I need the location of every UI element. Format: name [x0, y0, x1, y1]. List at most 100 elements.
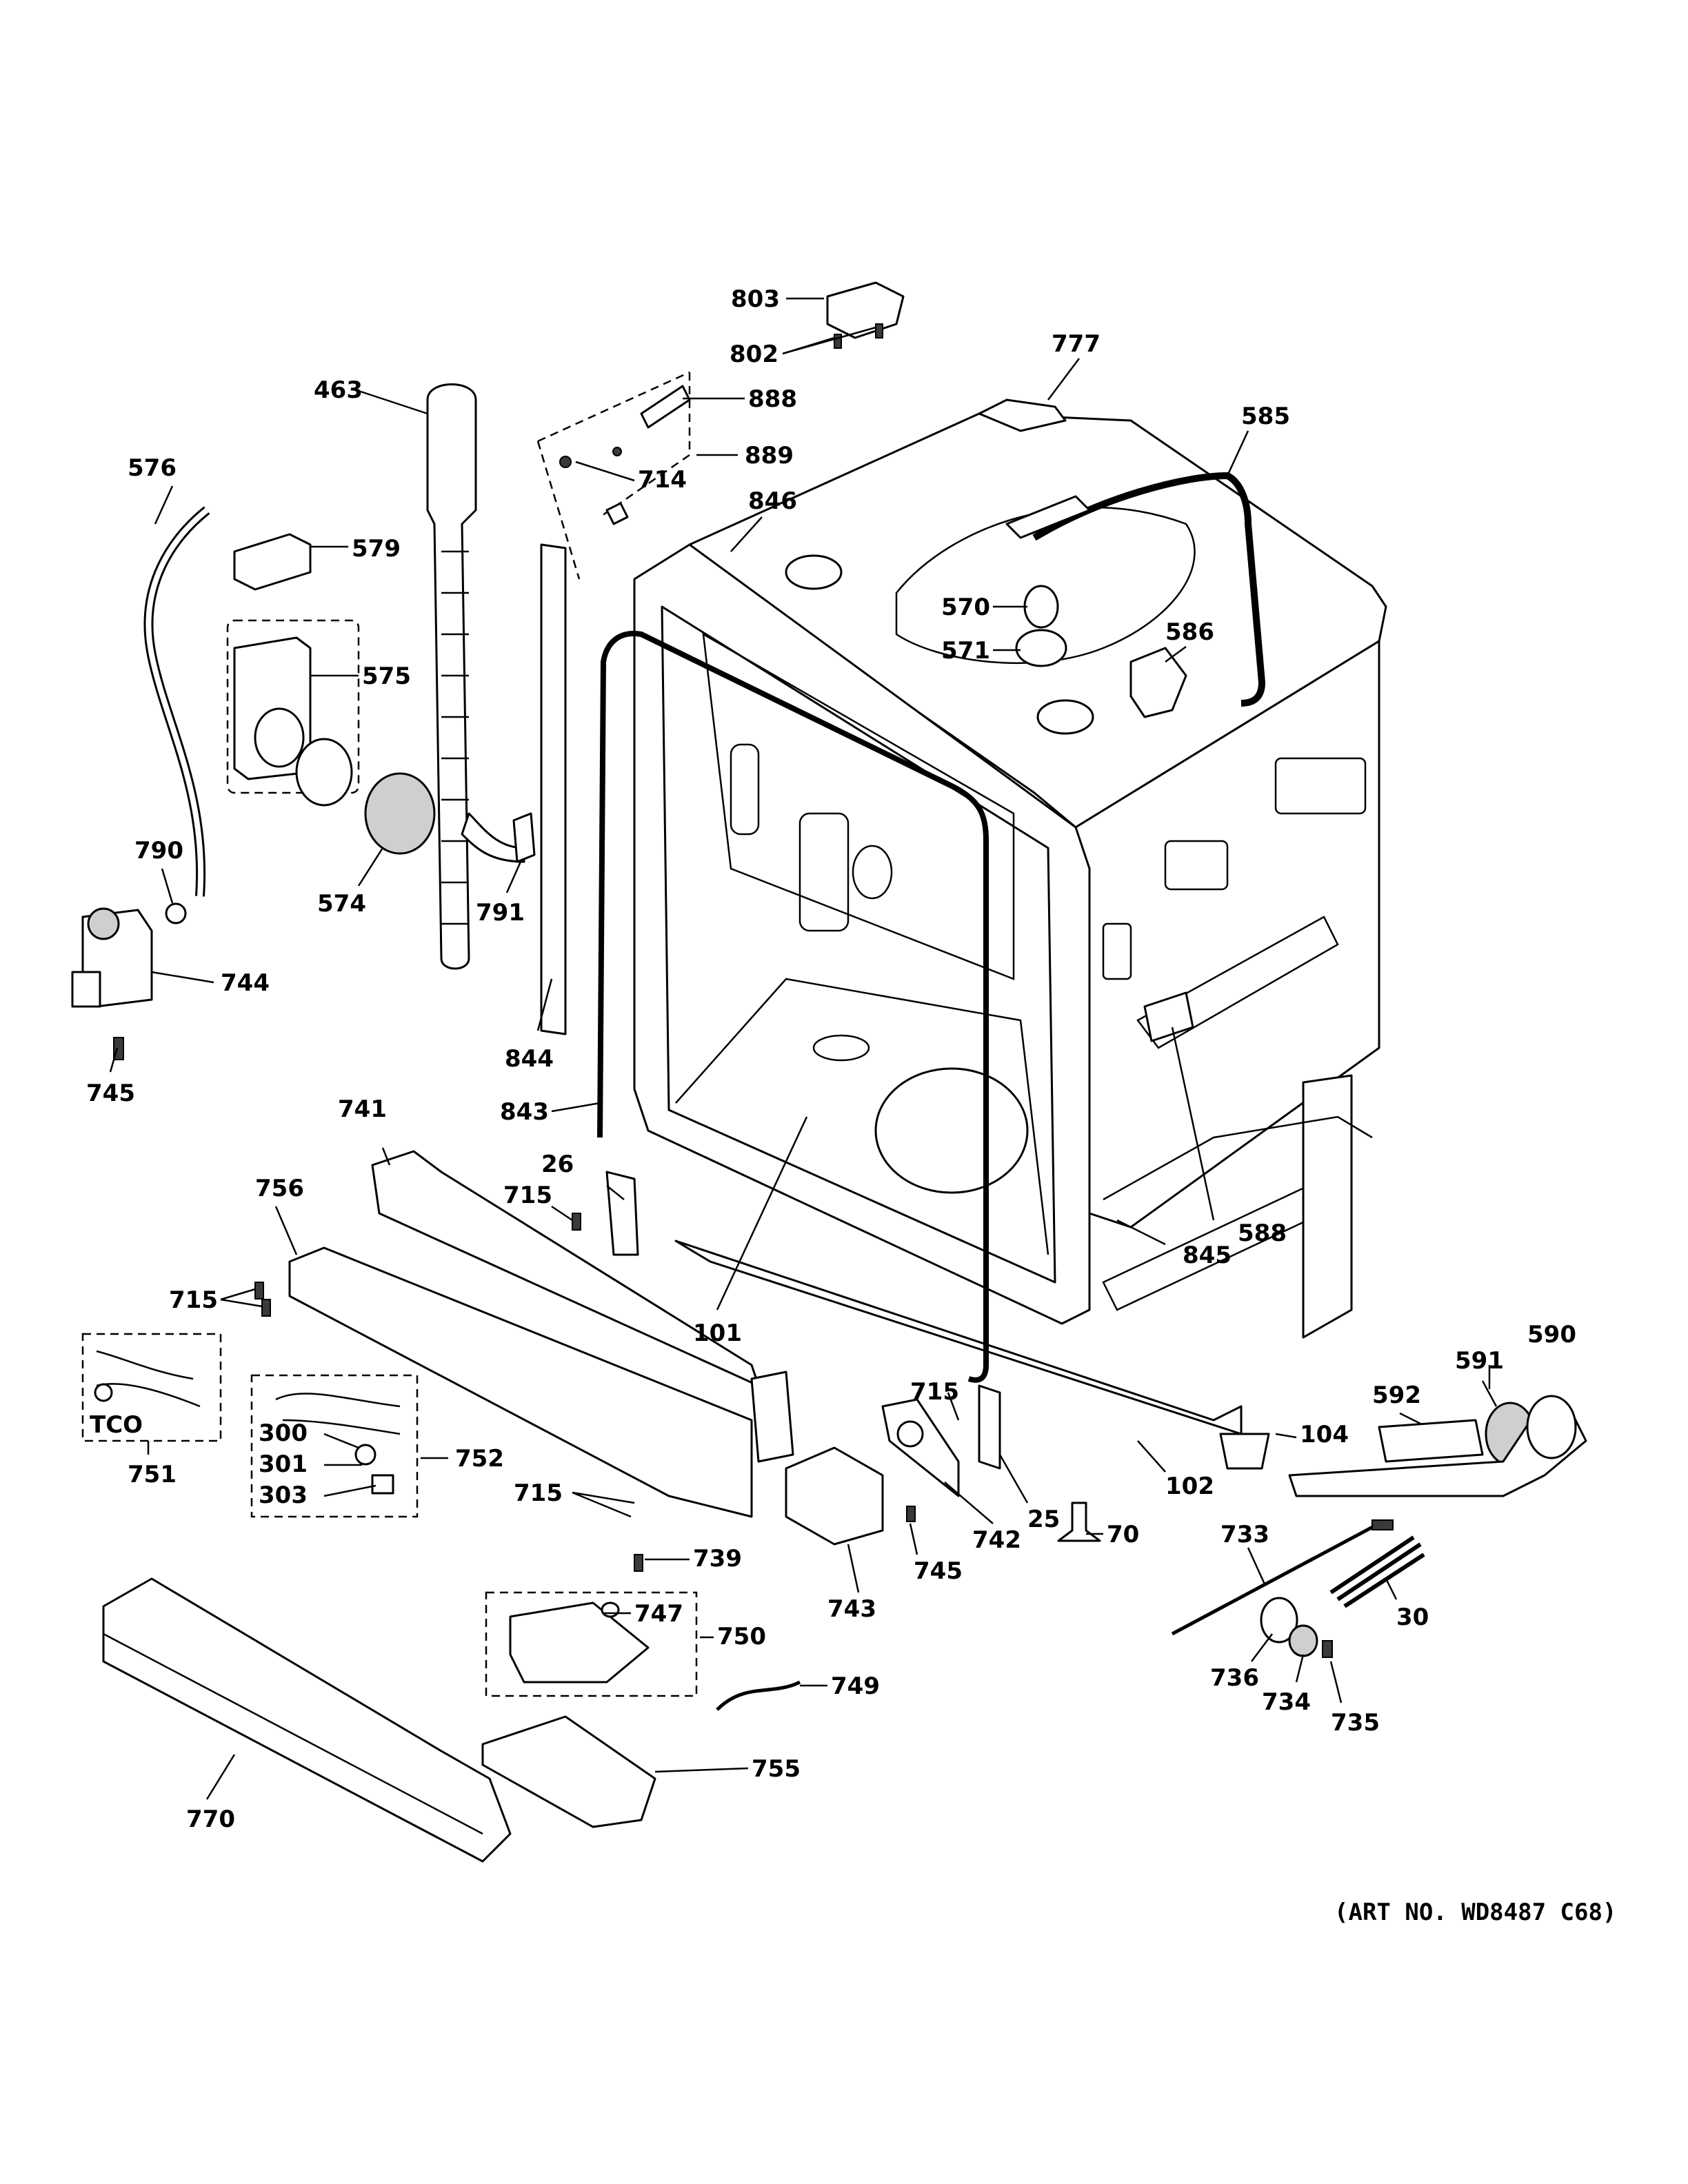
screw-735: [1322, 1640, 1333, 1658]
plate-742: [881, 1398, 960, 1497]
callout-590: 590: [1527, 1321, 1576, 1348]
callout-843: 843: [500, 1098, 549, 1126]
callout-745b: 745: [914, 1557, 963, 1585]
callout-70: 70: [1107, 1521, 1139, 1548]
callout-574: 574: [317, 890, 366, 918]
kickplate-756: [288, 1246, 753, 1518]
callout-715d: 715: [910, 1378, 959, 1406]
washer-734: [1288, 1624, 1318, 1657]
callout-303: 303: [259, 1482, 308, 1509]
cap-part: [233, 533, 312, 591]
callout-463: 463: [314, 376, 363, 404]
callout-747: 747: [634, 1600, 683, 1628]
callout-715c: 715: [514, 1479, 563, 1507]
sensor-586: [1129, 647, 1187, 718]
callout-588: 588: [1238, 1220, 1287, 1247]
dishwasher-tub: [633, 398, 1387, 1435]
callout-751: 751: [128, 1461, 177, 1488]
foot-70: [1057, 1502, 1101, 1542]
rod-733: [1171, 1521, 1380, 1636]
callout-735: 735: [1331, 1709, 1380, 1737]
disc-736: [1260, 1597, 1298, 1644]
block-756b: [750, 1371, 794, 1463]
callout-30: 30: [1396, 1604, 1429, 1631]
box-751: [81, 1333, 222, 1442]
connector-588: [1143, 991, 1194, 1042]
callout-571: 571: [941, 637, 990, 665]
callout-743: 743: [827, 1595, 876, 1623]
callout-736: 736: [1210, 1664, 1259, 1692]
callout-750: 750: [717, 1623, 766, 1650]
callout-592: 592: [1372, 1382, 1421, 1409]
bracket-26: [605, 1171, 639, 1256]
callout-101: 101: [693, 1320, 742, 1347]
callout-791: 791: [476, 899, 525, 927]
wheel-part: [364, 772, 436, 855]
callout-741: 741: [338, 1095, 387, 1123]
bracket-25: [978, 1384, 1001, 1470]
callout-715a: 715: [503, 1182, 552, 1209]
callout-585: 585: [1241, 403, 1290, 430]
callout-301: 301: [259, 1450, 308, 1478]
callout-846: 846: [748, 487, 797, 515]
cup-570: [1023, 585, 1059, 629]
arm-590: [1288, 1398, 1587, 1497]
callout-570: 570: [941, 594, 990, 621]
callout-845: 845: [1183, 1242, 1232, 1269]
callout-102: 102: [1165, 1473, 1214, 1500]
callout-591: 591: [1455, 1347, 1504, 1375]
clamp-part: [165, 902, 187, 924]
callout-777: 777: [1052, 330, 1101, 358]
switch-803: [826, 281, 905, 339]
callout-734: 734: [1262, 1688, 1311, 1716]
carton-770: [102, 1577, 512, 1863]
leader-lines: [109, 297, 1498, 1800]
bracket-888: [640, 385, 691, 429]
callout-749: 749: [831, 1672, 880, 1700]
callout-575: 575: [362, 663, 411, 690]
callout-586: 586: [1165, 618, 1214, 646]
box-dashed: [226, 619, 360, 794]
callout-579: 579: [352, 535, 401, 563]
door-gasket: [597, 631, 989, 1383]
callout-790: 790: [134, 837, 183, 865]
callout-755: 755: [752, 1755, 801, 1783]
cup-571: [1015, 629, 1067, 667]
tray-755: [481, 1715, 656, 1828]
callout-104: 104: [1300, 1421, 1349, 1448]
callout-803: 803: [731, 285, 780, 313]
box-750: [485, 1591, 698, 1697]
callout-844: 844: [505, 1045, 554, 1073]
module-743: [785, 1446, 884, 1546]
callout-888: 888: [748, 385, 797, 413]
callout-745a: 745: [86, 1080, 135, 1107]
callout-802: 802: [730, 341, 778, 368]
art-number: (ART NO. WD8487 C68): [1334, 1899, 1616, 1926]
drain-hose: [426, 383, 525, 970]
callout-742: 742: [972, 1526, 1021, 1554]
callout-300: 300: [259, 1419, 308, 1447]
callout-889: 889: [745, 442, 794, 469]
spring-30: [1329, 1535, 1425, 1608]
callout-tco: TCO: [90, 1411, 143, 1439]
box-752: [250, 1374, 419, 1518]
callout-770: 770: [186, 1806, 235, 1833]
side-strip: [540, 543, 567, 1035]
callout-labels: 803 802 777 463 888 889 714 585 576 579 …: [86, 285, 1616, 1926]
harness-749: [716, 1680, 801, 1711]
callout-576: 576: [128, 454, 177, 482]
bracket-592: [1378, 1419, 1484, 1463]
water-valve: [71, 907, 153, 1008]
gasket-585: [1032, 472, 1266, 707]
callout-733: 733: [1220, 1521, 1269, 1548]
rail-741: [371, 1150, 760, 1387]
part-104: [1219, 1433, 1270, 1470]
callout-25: 25: [1027, 1506, 1060, 1533]
callout-752: 752: [455, 1445, 504, 1473]
callout-26: 26: [541, 1151, 574, 1178]
callout-744: 744: [221, 969, 270, 997]
clip-part: [512, 812, 536, 863]
callout-739: 739: [693, 1545, 742, 1573]
